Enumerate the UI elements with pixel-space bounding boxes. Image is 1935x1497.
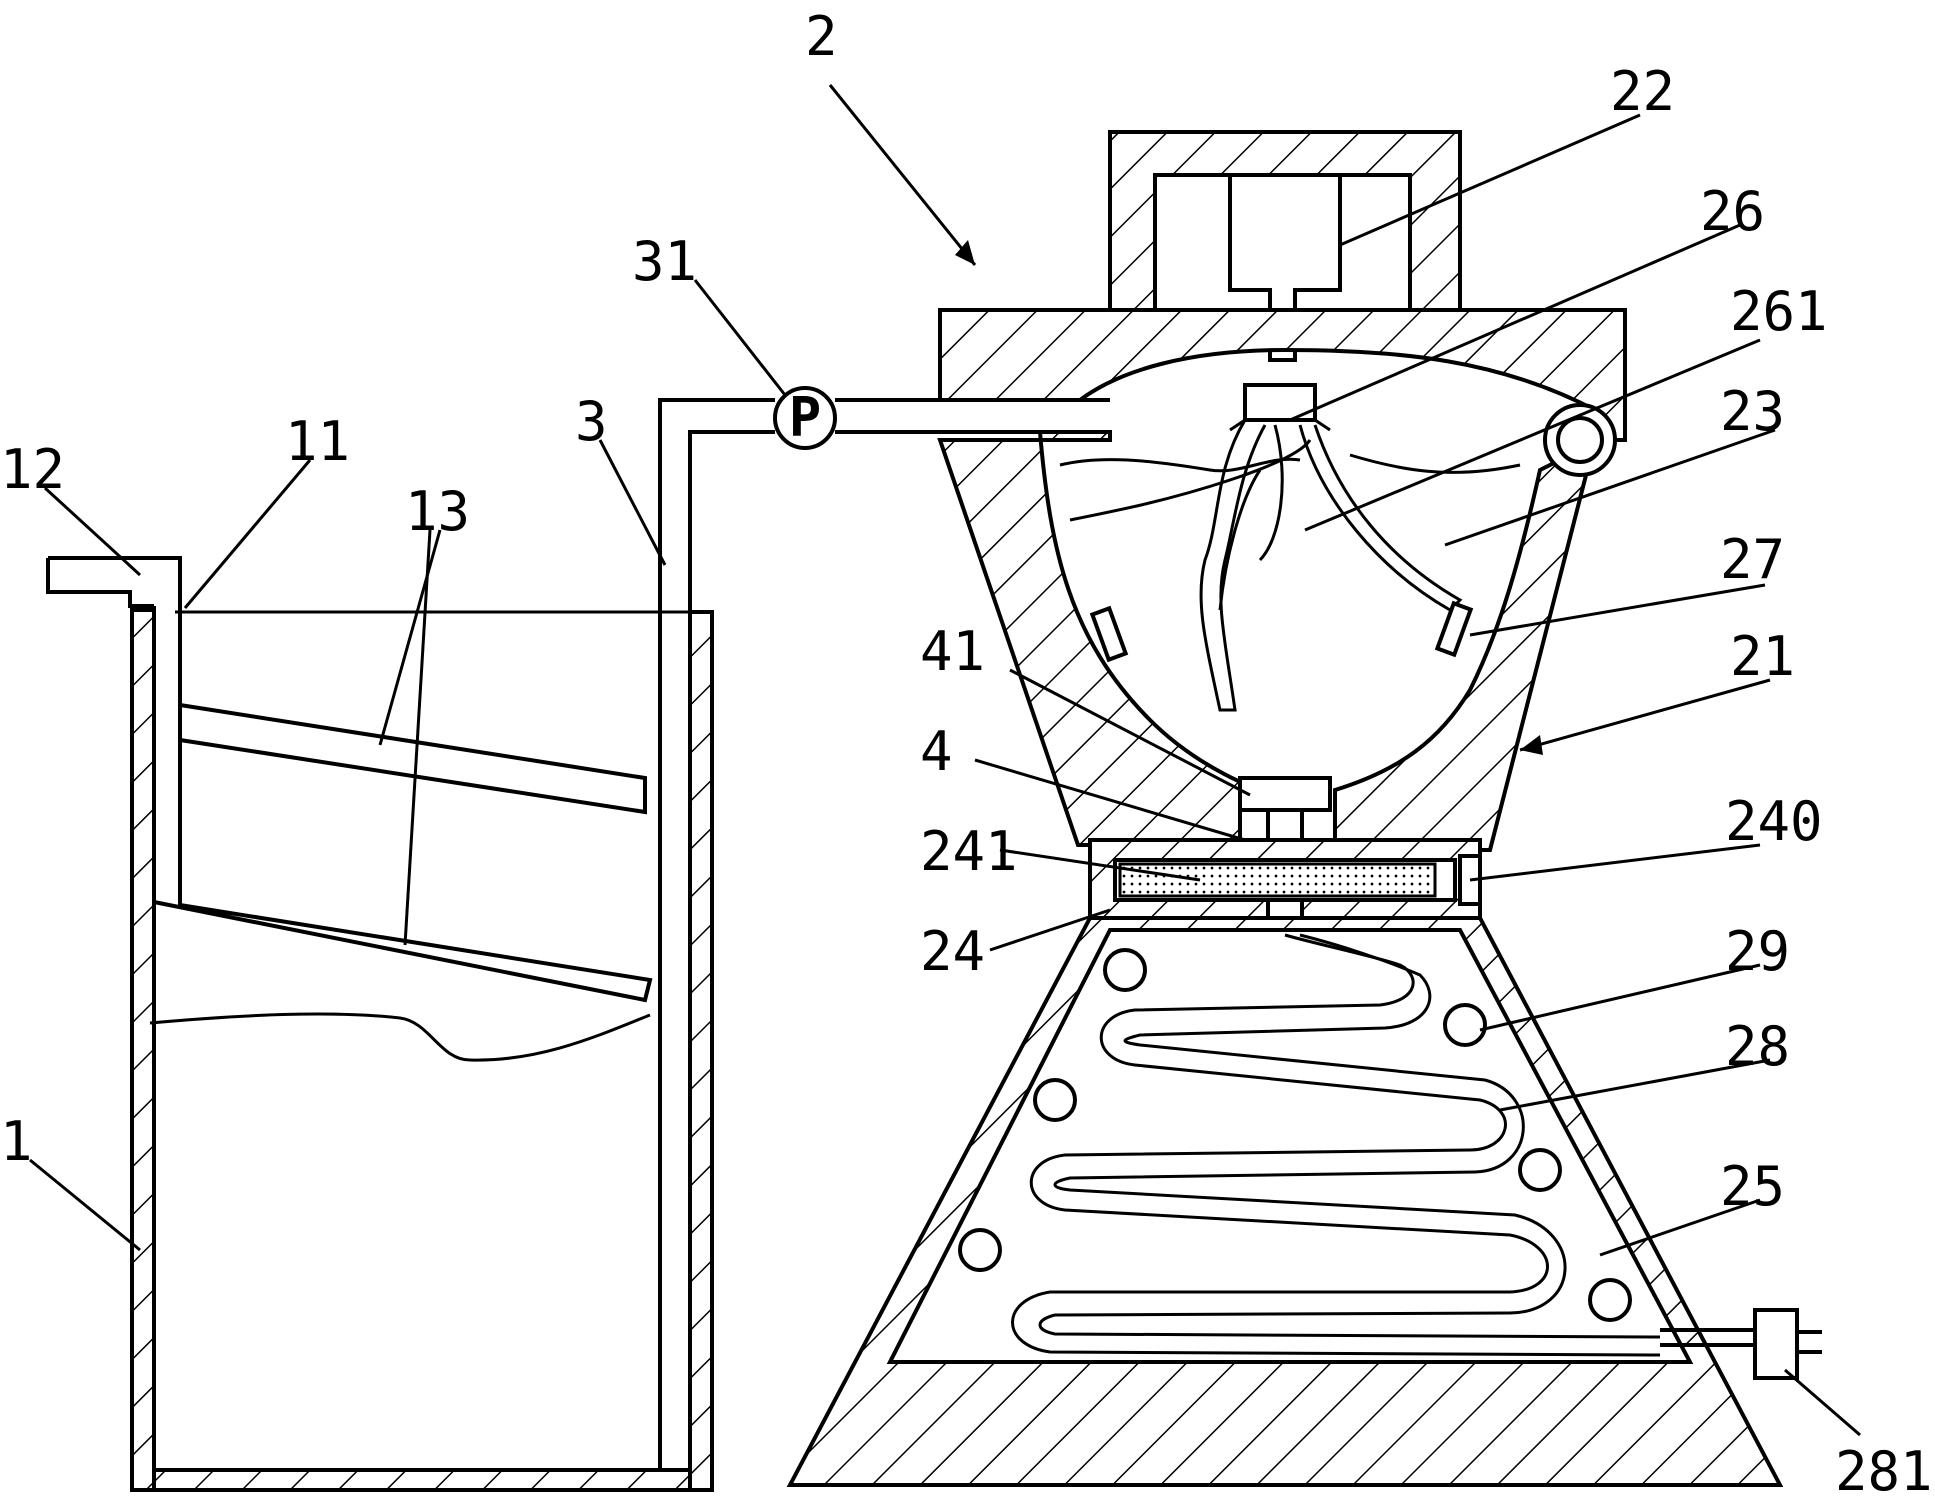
label-12: 12 <box>0 438 65 501</box>
inlet-pipe-12 <box>46 556 653 1003</box>
top-plate <box>938 308 1627 442</box>
label-1: 1 <box>0 1110 33 1173</box>
label-29: 29 <box>1725 920 1790 983</box>
motor-housing-22 <box>1108 130 1462 362</box>
heating-coil-28 <box>1011 933 1661 1357</box>
label-11: 11 <box>285 410 350 473</box>
label-4: 4 <box>920 720 953 783</box>
sensors-27 <box>1089 600 1474 663</box>
label-281: 281 <box>1835 1440 1933 1497</box>
label-3: 3 <box>575 390 608 453</box>
tank-1 <box>130 608 714 1492</box>
valve-41 <box>1238 776 1332 848</box>
part-labels: 1 11 12 13 3 31 2 22 26 261 23 27 21 41 … <box>0 5 1933 1497</box>
label-41: 41 <box>920 620 985 683</box>
material-23 <box>1059 439 1521 611</box>
label-240: 240 <box>1725 790 1823 853</box>
pump-31: P <box>773 386 837 450</box>
plug-281 <box>1660 1308 1822 1380</box>
label-2: 2 <box>805 5 838 68</box>
inclined-plates-13 <box>178 702 647 880</box>
label-25: 25 <box>1720 1155 1785 1218</box>
label-26: 26 <box>1700 180 1765 243</box>
leader-lines <box>29 84 1861 1437</box>
label-27: 27 <box>1720 528 1785 591</box>
steel-balls-29 <box>958 948 1632 1322</box>
label-23: 23 <box>1720 380 1785 443</box>
label-261: 261 <box>1730 280 1828 343</box>
stirring-blades-26 <box>1199 383 1463 712</box>
label-24: 24 <box>920 920 985 983</box>
label-21: 21 <box>1730 625 1795 688</box>
label-28: 28 <box>1725 1015 1790 1078</box>
label-31: 31 <box>632 230 697 293</box>
pump-symbol: P <box>789 386 822 449</box>
label-241: 241 <box>920 820 1018 883</box>
label-13: 13 <box>405 480 470 543</box>
label-22: 22 <box>1610 60 1675 123</box>
